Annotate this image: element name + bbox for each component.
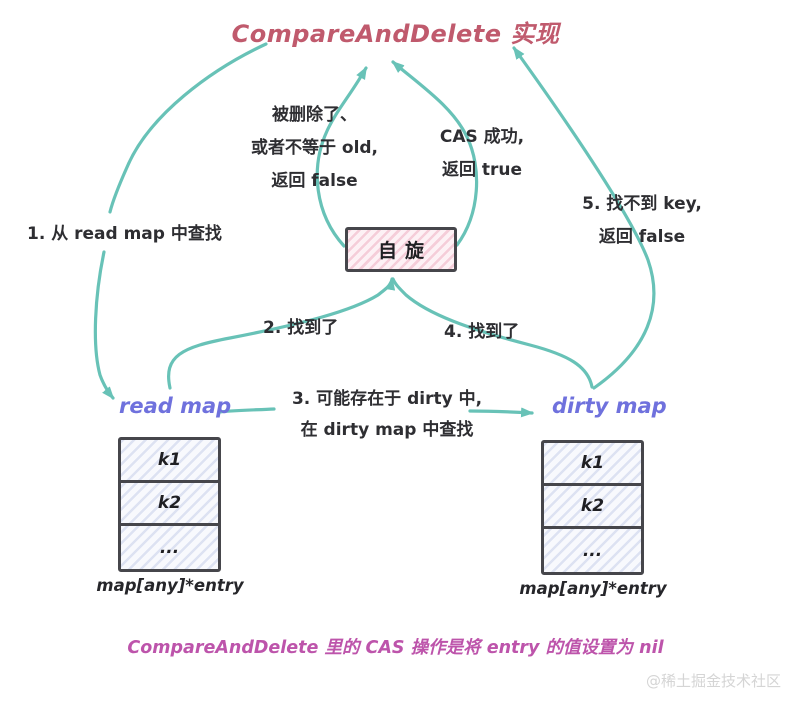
step4-label: 4. 找到了 <box>444 322 520 342</box>
table-row: k1 <box>544 443 641 486</box>
diagram-title: CompareAndDelete 实现 <box>231 20 560 48</box>
step3-line2: 在 dirty map 中查找 <box>300 420 474 440</box>
footer-note: CompareAndDelete 里的 CAS 操作是将 entry 的值设置为… <box>127 638 664 658</box>
success-line2: 返回 true <box>441 160 523 180</box>
read-map-title: read map <box>119 394 232 418</box>
success-outcome-label: CAS 成功, 返回 true <box>412 121 552 187</box>
step1-label: 1. 从 read map 中查找 <box>27 224 222 244</box>
table-row: k2 <box>544 486 641 529</box>
table-row: ... <box>582 540 603 561</box>
fail-line3: 返回 false <box>271 171 358 191</box>
spin-box: 自旋 <box>345 227 457 272</box>
read-map-caption: map[any]*entry <box>96 576 244 595</box>
dirty-map-table: k1 k2 ... <box>541 440 644 575</box>
table-row: k2 <box>121 483 218 526</box>
spin-box-label: 自旋 <box>377 240 432 262</box>
fail-line1: 被删除了、 <box>272 105 357 125</box>
dirty-map-caption: map[any]*entry <box>519 579 667 598</box>
step3-line1: 3. 可能存在于 dirty 中, <box>291 389 483 409</box>
watermark: @稀土掘金技术社区 <box>645 672 781 690</box>
fail-outcome-label: 被删除了、 或者不等于 old, 返回 false <box>232 99 397 198</box>
step5-line2: 返回 false <box>598 227 686 247</box>
fail-line2: 或者不等于 old, <box>250 138 379 158</box>
step5-label: 5. 找不到 key, 返回 false <box>552 188 732 254</box>
arrow-step1-lower <box>93 250 115 400</box>
table-row: k1 <box>121 440 218 483</box>
step2-label: 2. 找到了 <box>263 318 339 338</box>
dirty-map-title: dirty map <box>552 394 667 418</box>
table-row: ... <box>159 537 180 558</box>
read-map-table: k1 k2 ... <box>118 437 221 572</box>
success-line1: CAS 成功, <box>439 127 525 147</box>
step3-label: 3. 可能存在于 dirty 中, 在 dirty map 中查找 <box>262 384 512 446</box>
step5-line1: 5. 找不到 key, <box>582 194 702 214</box>
